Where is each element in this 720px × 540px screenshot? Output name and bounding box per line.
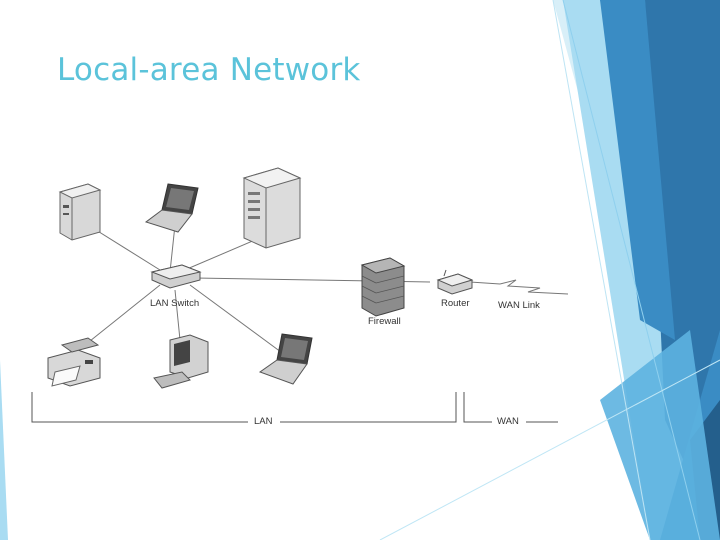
laptop-icon: [144, 183, 199, 233]
workstation-icon: [153, 334, 209, 389]
router-icon: [436, 269, 474, 295]
slide-title: Local-area Network: [57, 52, 361, 88]
wan-link-label: WAN Link: [498, 300, 540, 311]
firewall-icon: [360, 257, 406, 317]
lan-label: LAN: [254, 416, 273, 427]
laptop-icon: [258, 333, 313, 385]
lan-bracket: [31, 392, 457, 423]
firewall-label: Firewall: [368, 316, 401, 327]
switch-icon: [150, 264, 202, 289]
lightning-icon: [499, 279, 569, 295]
server-tower-icon: [242, 167, 302, 249]
wan-bracket: [463, 392, 558, 423]
printer-icon: [47, 337, 101, 387]
lan-switch-label: LAN Switch: [150, 298, 200, 309]
desktop-computer-icon: [58, 183, 102, 241]
router-label: Router: [441, 298, 470, 309]
wan-label: WAN: [497, 416, 519, 427]
